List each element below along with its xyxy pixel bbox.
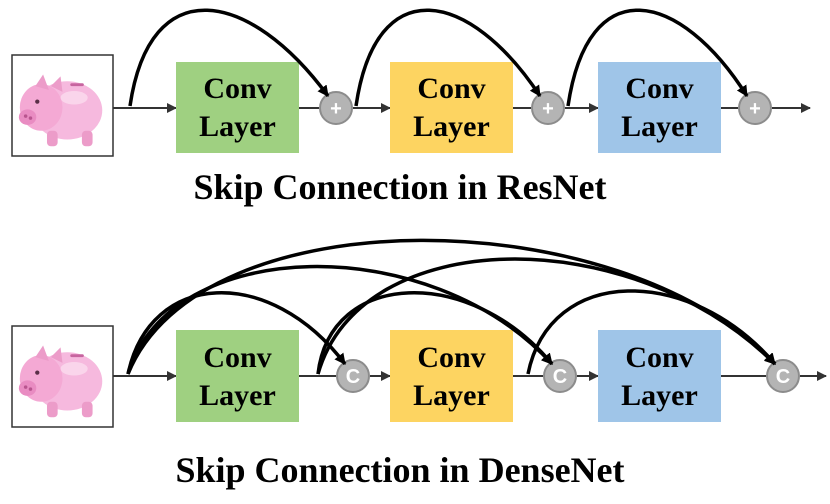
resnet-diagram: Conv Layer Conv Layer Conv Layer + + + — [11, 8, 811, 207]
add-operator-1: + — [319, 91, 353, 125]
dense-skip-arc — [526, 289, 777, 375]
layer-label-line1: Conv — [203, 341, 271, 374]
piggy-bank-icon — [14, 57, 111, 154]
concat-operator-3: C — [766, 359, 800, 393]
layer-label-line2: Layer — [199, 379, 276, 412]
layer-label-line2: Layer — [413, 379, 490, 412]
add-operator-3: + — [738, 91, 772, 125]
plus-icon: + — [542, 98, 554, 120]
resnet-conv-layer-2: Conv Layer — [390, 62, 513, 153]
layer-label-line2: Layer — [621, 110, 698, 143]
layer-label-line1: Conv — [417, 72, 485, 105]
concat-operator-2: C — [543, 359, 577, 393]
densenet-conv-layer-2: Conv Layer — [390, 330, 513, 422]
layer-label-line1: Conv — [417, 341, 485, 374]
piggy-bank-icon — [14, 328, 111, 425]
resnet-conv-layer-1: Conv Layer — [176, 62, 299, 153]
densenet-diagram: Conv Layer Conv Layer Conv Layer C C C — [11, 238, 827, 490]
add-operator-2: + — [531, 91, 565, 125]
densenet-caption: Skip Connection in DenseNet — [175, 450, 624, 490]
input-image-densenet — [11, 325, 114, 428]
skip-arc — [354, 8, 542, 107]
densenet-conv-layer-1: Conv Layer — [176, 330, 299, 422]
plus-icon: + — [749, 98, 761, 120]
dense-skip-arc — [126, 291, 347, 375]
resnet-conv-layer-3: Conv Layer — [598, 62, 721, 153]
skip-arc — [128, 8, 330, 107]
skip-arc — [566, 8, 749, 107]
input-image-resnet — [11, 54, 114, 157]
densenet-conv-layer-3: Conv Layer — [598, 330, 721, 422]
concat-operator-1: C — [336, 359, 370, 393]
dense-skip-arc — [316, 291, 554, 375]
concat-c-icon: C — [776, 366, 790, 388]
layer-label-line2: Layer — [413, 110, 490, 143]
concat-c-icon: C — [346, 366, 360, 388]
layer-label-line2: Layer — [621, 379, 698, 412]
layer-label-line1: Conv — [625, 341, 693, 374]
plus-icon: + — [330, 98, 342, 120]
layer-label-line1: Conv — [625, 72, 693, 105]
layer-label-line1: Conv — [203, 72, 271, 105]
layer-label-line2: Layer — [199, 110, 276, 143]
concat-c-icon: C — [553, 366, 567, 388]
resnet-caption: Skip Connection in ResNet — [193, 167, 606, 207]
